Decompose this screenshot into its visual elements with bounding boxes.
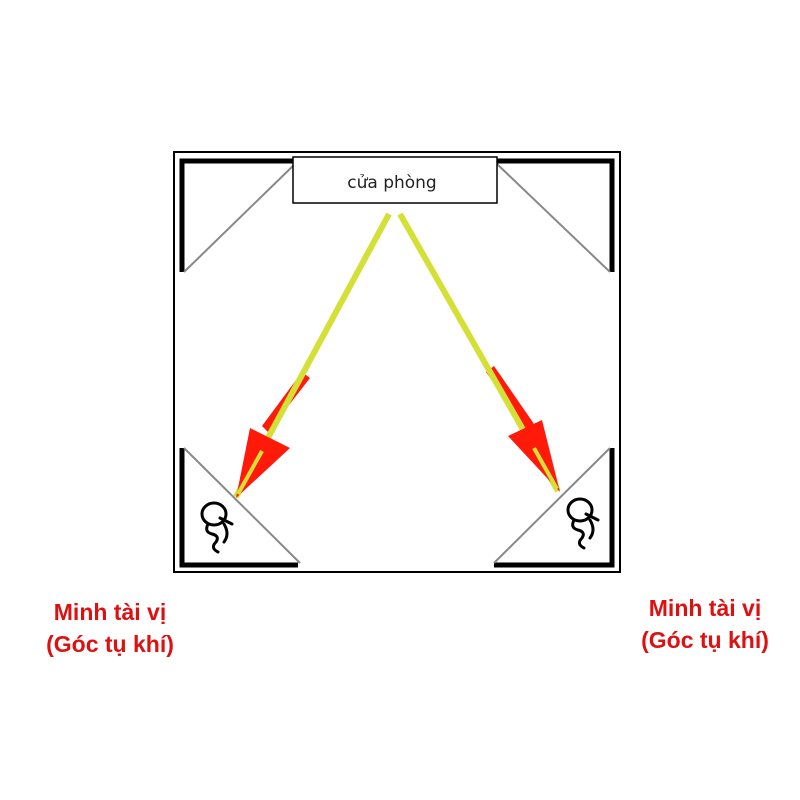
wealth-bag-icon [200,501,234,554]
corner-diagonal-top-right [495,162,611,273]
corner-diagonal-top-left [183,162,297,273]
door-label: cửa phòng [347,173,436,193]
door-box [292,156,498,204]
arrow-to-right-corner [397,212,561,493]
corner-title: Minh tài vị [648,595,762,621]
wall-gap-bottom [298,561,494,569]
corner-subtitle: (Góc tụ khí) [46,631,174,657]
corner-label-right: Minh tài vị (Góc tụ khí) [585,592,800,656]
corner-title: Minh tài vị [53,599,167,625]
room-outer-wall [173,151,621,573]
corner-diagonal-bottom-left [183,447,301,564]
corner-diagonal-bottom-right [493,447,611,564]
corner-subtitle: (Góc tụ khí) [641,627,769,653]
room-inner-wall [179,158,615,568]
wealth-bag-icon [566,497,600,550]
arrow-to-left-corner [233,212,392,499]
corner-label-left: Minh tài vị (Góc tụ khí) [0,596,230,660]
wall-gap-left [178,272,186,448]
wall-gap-right [608,272,616,448]
